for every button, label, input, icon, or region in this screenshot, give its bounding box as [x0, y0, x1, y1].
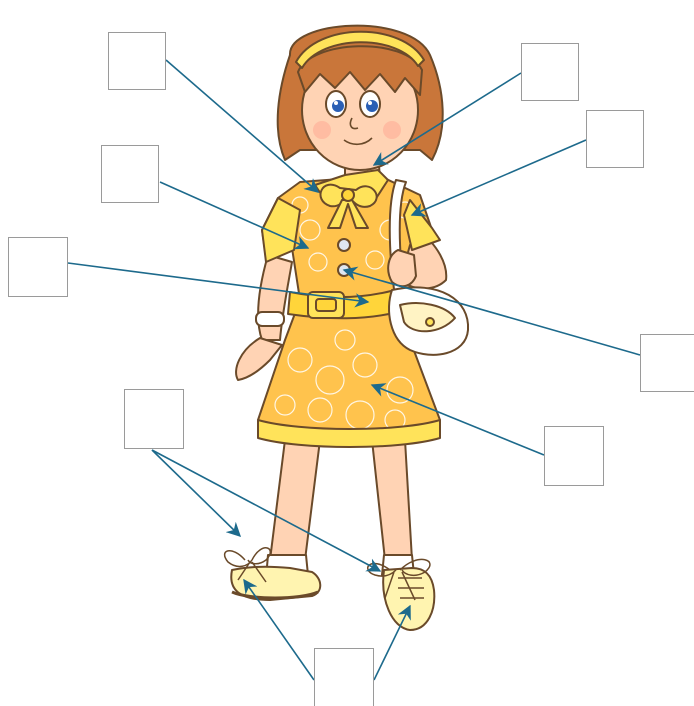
girl-illustration [225, 26, 468, 630]
bow-label-box[interactable] [108, 32, 166, 90]
right-hand [388, 250, 416, 286]
leader-line-laces-right [152, 450, 380, 571]
bracelet [256, 312, 284, 326]
belt-label-box[interactable] [8, 237, 68, 297]
shoes-label-box[interactable] [314, 648, 374, 706]
leader-line-strap [412, 140, 586, 215]
button-top [338, 239, 350, 251]
dress-label-box[interactable] [544, 426, 604, 486]
button-label-box[interactable] [640, 334, 694, 392]
collar-label-box[interactable] [521, 43, 579, 101]
strap-label-box[interactable] [586, 110, 644, 168]
left-leg [270, 440, 320, 560]
sleeve-label-box[interactable] [101, 145, 159, 203]
laces-label-box[interactable] [124, 389, 184, 449]
leader-line-laces-left [152, 450, 240, 536]
left-arm [258, 255, 292, 340]
right-leg [372, 440, 412, 560]
